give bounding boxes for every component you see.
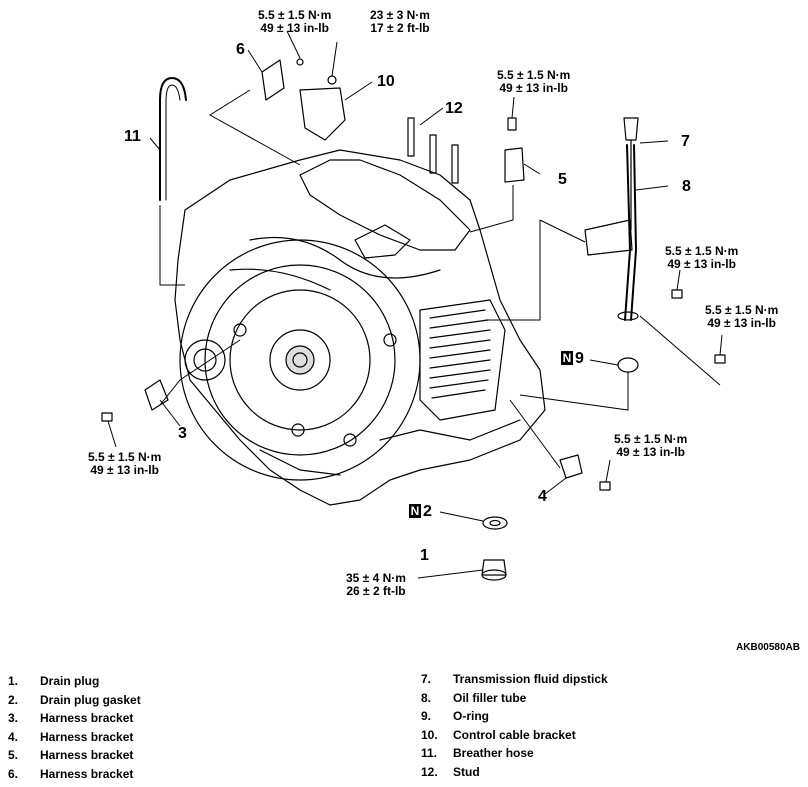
o-ring — [617, 357, 639, 373]
dipstick — [623, 117, 639, 141]
drain-plug-gasket — [482, 516, 508, 530]
valve-body — [299, 159, 471, 251]
legend-item: 10.Control cable bracket — [421, 727, 576, 742]
legend-item: 2.Drain plug gasket — [8, 692, 141, 707]
callout-11: 11 — [124, 128, 141, 145]
figure-code: AKB00580AB — [736, 642, 800, 653]
stud-3 — [451, 144, 459, 184]
legend-item: 9.O-ring — [421, 709, 489, 723]
legend-left: 1.Drain plug 2.Drain plug gasket 3.Harne… — [8, 672, 141, 783]
drain-plug — [481, 559, 507, 576]
callout-6: 6 — [236, 41, 245, 58]
converter-hub — [285, 345, 315, 375]
n-marker-2: N — [409, 504, 421, 518]
callout-4: 4 — [538, 488, 547, 505]
bracket-6 — [261, 59, 285, 101]
callout-8: 8 — [682, 178, 691, 195]
bracket-10 — [299, 87, 346, 141]
breather-hose — [159, 77, 187, 201]
legend-item: 12.Stud — [421, 764, 480, 779]
legend-item: 6.Harness bracket — [8, 766, 134, 781]
callout-3: 3 — [178, 425, 187, 442]
stud-2 — [429, 134, 437, 174]
axle-seal — [184, 339, 226, 381]
oil-filler-tube — [624, 144, 631, 321]
legend-item: 4.Harness bracket — [8, 729, 134, 744]
bracket-5 — [504, 147, 525, 183]
legend-item: 11.Breather hose — [421, 746, 534, 760]
stud-1 — [407, 117, 415, 157]
callout-7: 7 — [681, 133, 690, 150]
transmission-exploded-diagram — [101, 30, 726, 581]
legend-item: 1.Drain plug — [8, 674, 100, 688]
bracket-3 — [144, 379, 169, 411]
oil-cooler — [419, 299, 506, 421]
legend-right: 7.Transmission fluid dipstick 8.Oil fill… — [421, 670, 608, 781]
legend-item: 3.Harness bracket — [8, 711, 134, 725]
callout-10: 10 — [377, 73, 395, 90]
legend-item: 8.Oil filler tube — [421, 690, 527, 705]
callout-12: 12 — [445, 100, 463, 117]
transmission-case — [174, 149, 546, 506]
legend-item: 5.Harness bracket — [8, 748, 134, 762]
bracket-4 — [559, 454, 583, 479]
callout-5: 5 — [558, 171, 567, 188]
n-marker-9: N — [561, 351, 573, 365]
callout-1: 1 — [420, 547, 429, 564]
legend-item: 7.Transmission fluid dipstick — [421, 672, 608, 686]
